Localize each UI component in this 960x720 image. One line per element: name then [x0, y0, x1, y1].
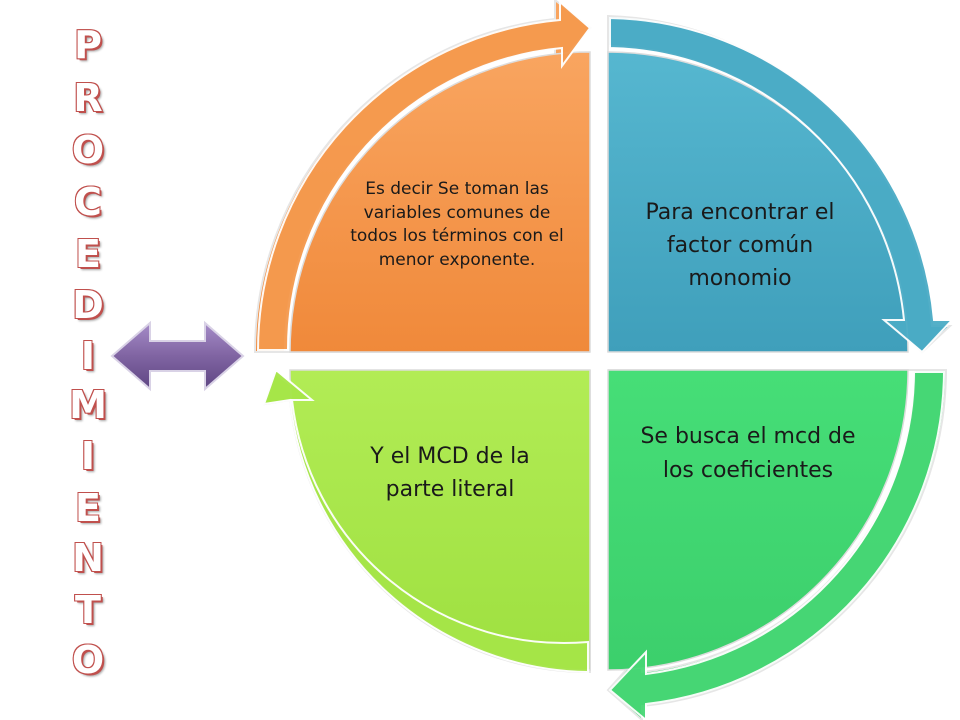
quadrant-bottom-left-text: Y el MCD de la parte literal	[370, 444, 530, 502]
title-letter: O	[71, 128, 105, 172]
title-letter: M	[68, 383, 108, 427]
title-letter: P	[73, 23, 103, 67]
quadrant-bottom-right-inner	[607, 369, 909, 671]
title-letter: I	[80, 334, 96, 378]
title-letter: D	[71, 283, 105, 327]
quadrant-top-right-text: Para encontrar el factor común monomio	[645, 200, 835, 291]
arrow-green	[608, 371, 946, 720]
title-letter: I	[80, 434, 96, 478]
title-letter: E	[74, 486, 102, 530]
double-arrow-icon	[110, 320, 245, 392]
title-letter: O	[71, 638, 105, 682]
title-letter: R	[72, 76, 103, 120]
arrow-blue	[609, 16, 955, 354]
title-letter: E	[74, 232, 102, 276]
title-letter: C	[73, 180, 103, 224]
quadrant-top-left-inner	[289, 51, 591, 353]
title-letter: T	[74, 588, 102, 632]
arrow-lime	[262, 368, 589, 674]
arrow-orange	[256, 0, 592, 351]
title-letter: N	[71, 536, 105, 580]
quadrant-bottom-right-text: Se busca el mcd de los coeficientes	[640, 424, 856, 483]
quadrant-top-left-text: Es decir Se toman las variables comunes …	[350, 179, 564, 270]
